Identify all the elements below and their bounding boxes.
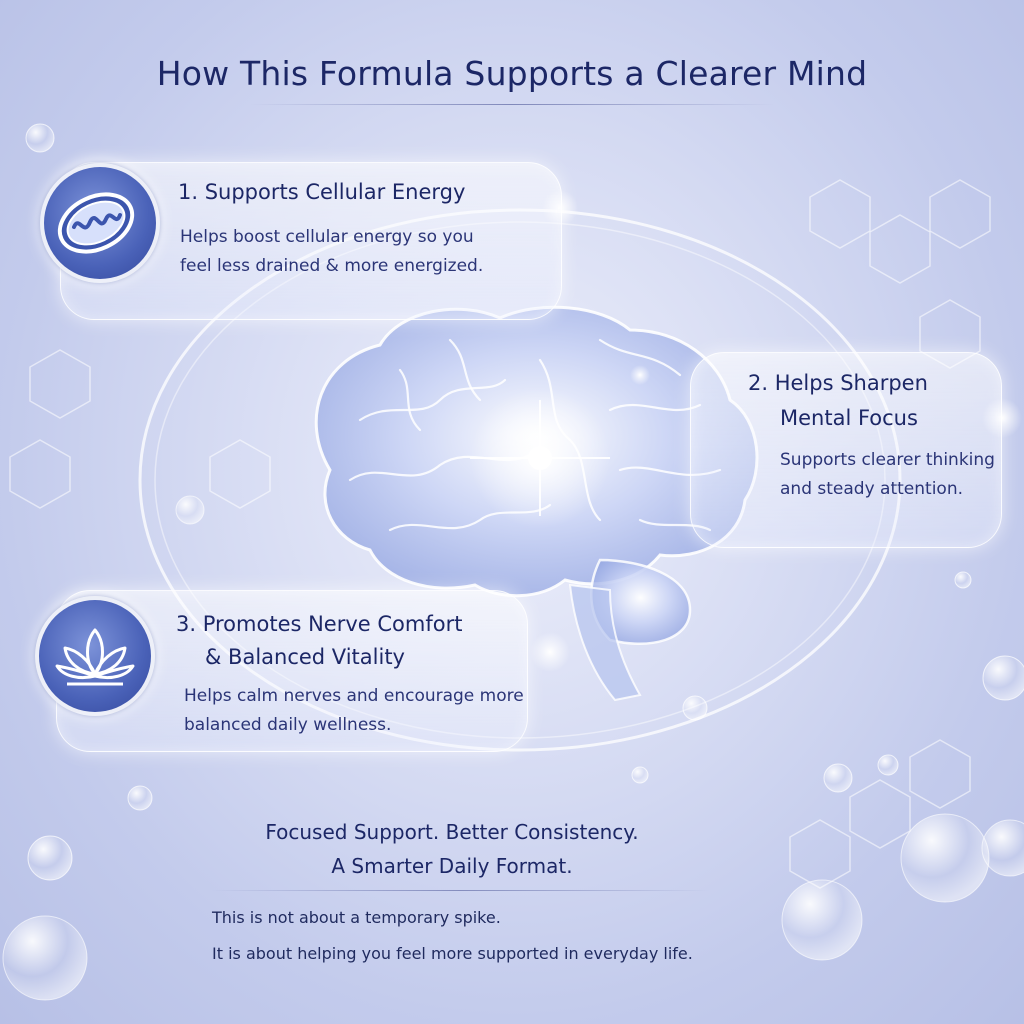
page-title: How This Formula Supports a Clearer Mind <box>156 54 868 93</box>
bubbles-icon <box>2 123 1024 1001</box>
tagline-line1: Focused Support. Better Consistency. <box>265 820 639 844</box>
benefit-badge-nerve <box>35 596 155 716</box>
benefit-description-focus: Supports clearer thinking and steady att… <box>780 450 995 499</box>
tagline-divider <box>210 890 710 891</box>
mitochondria-icon <box>57 192 135 254</box>
benefit-heading-nerve-line2: & Balanced Vitality <box>205 645 405 669</box>
benefit-heading-focus-line2: Mental Focus <box>780 406 918 430</box>
benefit-description-energy: Helps boost cellular energy so you feel … <box>180 227 484 276</box>
benefit-heading-focus-line1: 2. Helps Sharpen <box>748 371 928 395</box>
footer-line2: It is about helping you feel more suppor… <box>212 944 693 963</box>
benefit-heading-energy: 1. Supports Cellular Energy <box>178 180 466 204</box>
lotus-icon <box>55 628 135 686</box>
benefit-description-nerve: Helps calm nerves and encourage more bal… <box>184 686 524 735</box>
footer-line1: This is not about a temporary spike. <box>212 908 501 927</box>
title-divider <box>250 104 774 105</box>
benefit-card-focus <box>690 352 1002 548</box>
benefit-heading-nerve-line1: 3. Promotes Nerve Comfort <box>176 612 463 636</box>
benefit-badge-energy <box>40 163 160 283</box>
tagline-line2: A Smarter Daily Format. <box>331 854 573 878</box>
